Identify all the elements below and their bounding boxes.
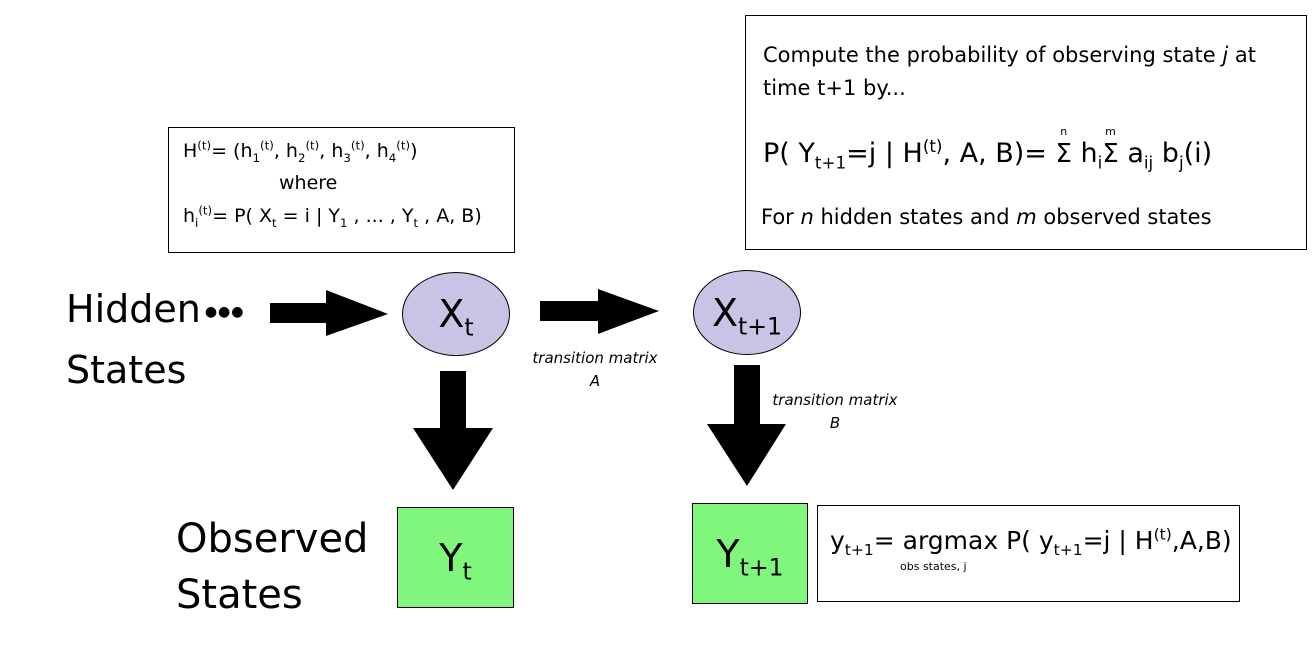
observed-states-label: Observed States bbox=[176, 511, 368, 623]
belief-where: where bbox=[279, 172, 338, 194]
hidden-states-label: Hidden●●● States bbox=[66, 280, 245, 399]
observed-label-line1: Observed bbox=[176, 516, 369, 562]
observed-label-line2: States bbox=[176, 572, 303, 618]
arrow-xt1-to-yt1 bbox=[707, 365, 786, 486]
belief-line1: H(t)= (h1(t), h2(t), h3(t), h4(t)) bbox=[183, 138, 418, 165]
node-x-t: Xt bbox=[402, 272, 510, 356]
node-x-t1: Xt+1 bbox=[693, 270, 801, 355]
probability-intro: Compute the probability of observing sta… bbox=[763, 43, 1256, 100]
belief-line3: hi(t)= P( Xt = i | Y1 , ... , Yt , A, B) bbox=[183, 203, 482, 230]
node-y-t1: Yt+1 bbox=[692, 503, 808, 604]
arrow-xt-to-yt bbox=[413, 371, 493, 490]
probability-footer: For n hidden states and m observed state… bbox=[761, 205, 1212, 229]
argmax-subscript: obs states, j bbox=[900, 560, 967, 573]
argmax-formula: yt+1= argmax P( yt+1=j | H(t),A,B) bbox=[830, 525, 1232, 559]
node-y-t: Yt bbox=[397, 507, 514, 608]
probability-box: Compute the probability of observing sta… bbox=[745, 15, 1307, 250]
continuation-dots: ●●● bbox=[204, 303, 245, 320]
argmax-box: yt+1= argmax P( yt+1=j | H(t),A,B) obs s… bbox=[817, 505, 1240, 602]
hidden-label-line1: Hidden●●● bbox=[66, 287, 245, 331]
transition-b-label: transition matrix B bbox=[772, 391, 898, 432]
belief-state-box: H(t)= (h1(t), h2(t), h3(t), h4(t)) where… bbox=[168, 127, 515, 253]
arrow-hidden-to-xt bbox=[270, 290, 388, 336]
sum-over-observed: m Σ bbox=[1102, 125, 1119, 169]
arrow-xt-to-xt1 bbox=[540, 289, 659, 334]
hidden-label-line2: States bbox=[66, 347, 187, 392]
transition-a-label: transition matrix A bbox=[532, 349, 658, 390]
